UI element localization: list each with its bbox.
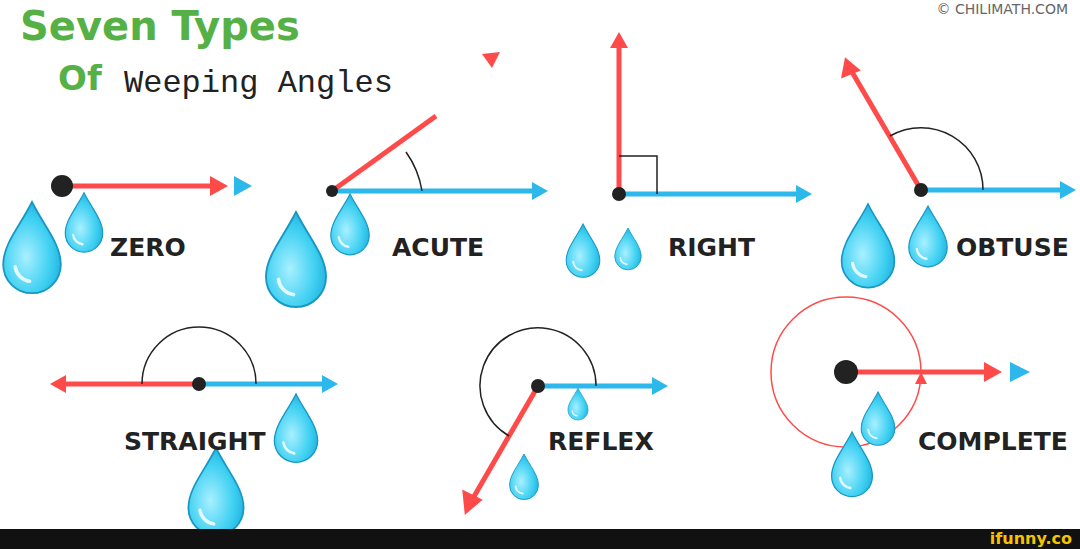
title: Seven Types	[20, 4, 300, 48]
angle-name: STRAIGHT	[124, 428, 265, 456]
angle-name: REFLEX	[548, 428, 654, 456]
angle-name: OBTUSE	[956, 234, 1069, 262]
copyright: © CHILIMATH.COM	[936, 2, 1068, 17]
subtitle: Weeping Angles	[124, 66, 393, 101]
angle-name: ZERO	[110, 234, 186, 262]
angle-name: RIGHT	[668, 234, 755, 262]
angle-name: ACUTE	[392, 234, 484, 262]
subtitle-word: Of	[58, 60, 102, 97]
angle-name: COMPLETE	[918, 428, 1068, 456]
watermark: ifunny.co	[990, 529, 1072, 549]
